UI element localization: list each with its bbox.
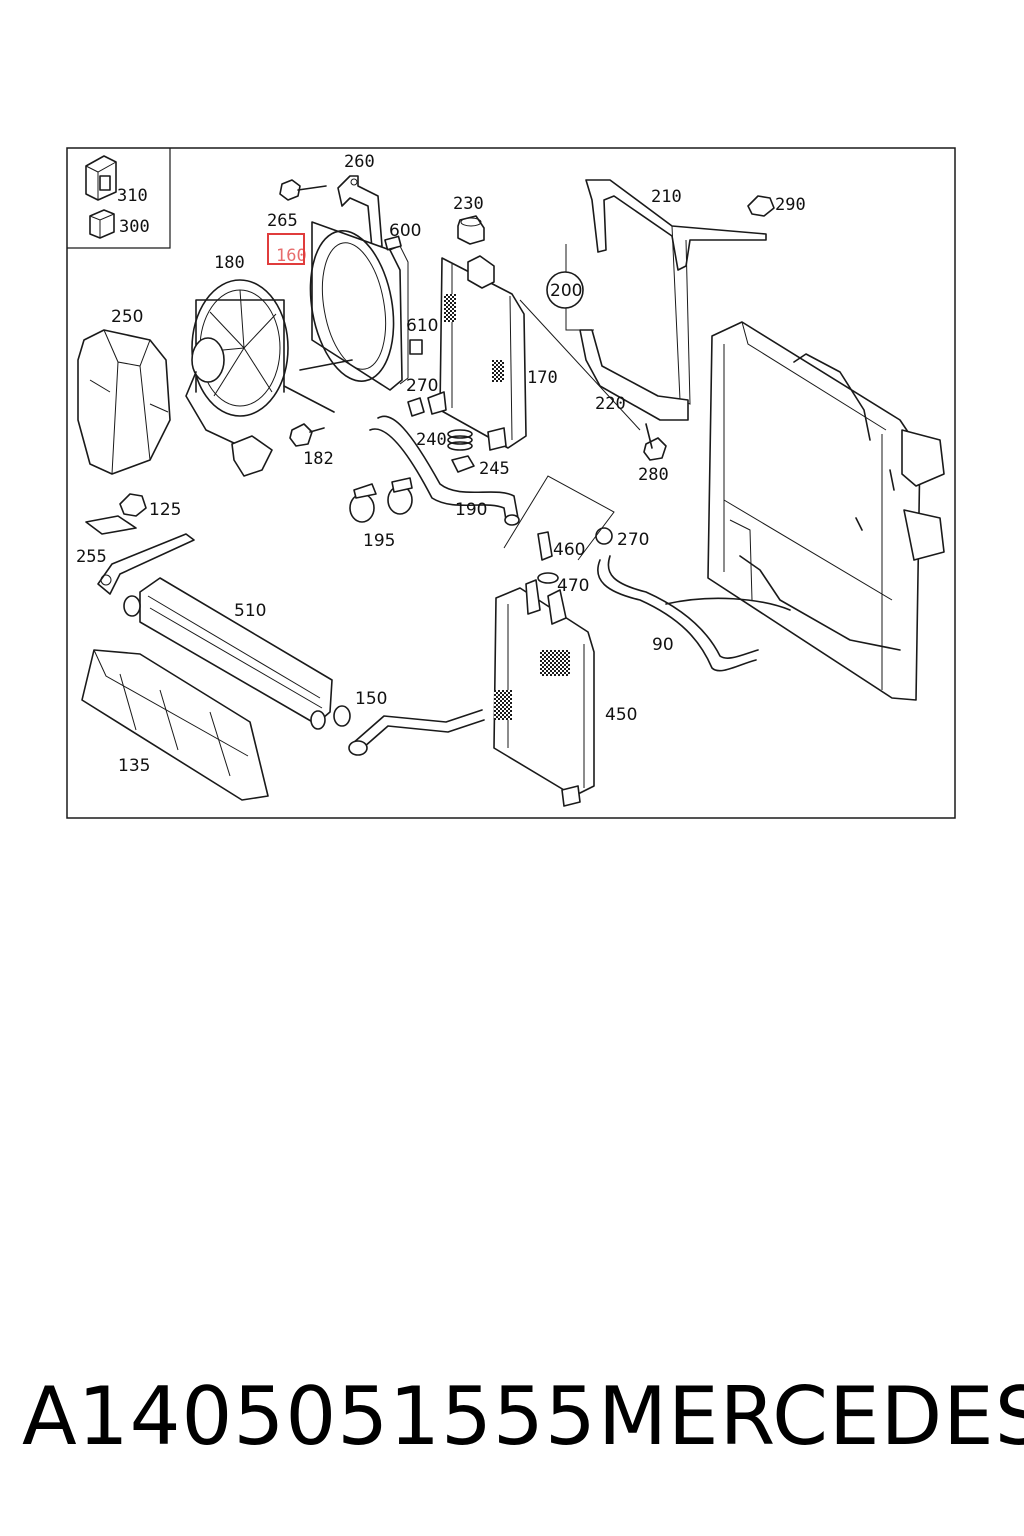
callout-290: 290 (775, 195, 806, 215)
callout-240: 240 (416, 430, 447, 450)
callout-245: 245 (479, 459, 510, 479)
clamp-270b-part (595, 527, 613, 545)
callout-450: 450 (605, 705, 637, 725)
relay-300-part (89, 209, 115, 239)
shroud-250-part (77, 329, 171, 475)
radiator-450-part (493, 579, 595, 807)
highlight-box-160 (267, 233, 305, 265)
callout-460: 460 (553, 540, 585, 560)
callout-510: 510 (234, 601, 266, 621)
bolt-265-part (279, 179, 327, 201)
callout-195: 195 (363, 531, 395, 551)
callout-210: 210 (651, 187, 682, 207)
callout-135: 135 (118, 756, 150, 776)
cooler-510-part (123, 577, 333, 730)
hose-90-part (597, 555, 791, 672)
inset-box (67, 148, 171, 249)
callout-610: 610 (406, 316, 438, 336)
callout-270: 270 (406, 376, 438, 396)
callout-300: 300 (119, 217, 150, 237)
callout-230: 230 (453, 194, 484, 214)
bolt-280-part (643, 423, 667, 461)
callout-255: 255 (76, 547, 107, 567)
bracket-210-part (519, 179, 767, 431)
callout-280: 280 (638, 465, 669, 485)
bolt-182-part (289, 423, 325, 447)
clamp-270a-part (407, 397, 425, 417)
diagram-frame (66, 147, 956, 819)
nut-125-part (119, 493, 147, 517)
callout-180: 180 (214, 253, 245, 273)
clip-610-part (409, 339, 423, 355)
footer: A1405051555 MERCEDES (0, 1370, 1024, 1470)
duct-135-part (81, 649, 269, 801)
nut-290-part (747, 195, 775, 217)
callout-310: 310 (117, 186, 148, 206)
callout-190: 190 (455, 500, 487, 520)
spring-240-part (447, 429, 473, 451)
cap-230-part (457, 215, 485, 245)
brand-name: MERCEDES (598, 1370, 1024, 1463)
washer-470-part (537, 572, 559, 584)
callout-182: 182 (303, 449, 334, 469)
clip-600-part (384, 235, 402, 251)
radiator-170-part (427, 255, 527, 451)
part-number: A1405051555 (22, 1370, 597, 1463)
clamp-195-part (349, 477, 413, 523)
callout-125: 125 (149, 500, 181, 520)
radiator-assembly-part (707, 321, 945, 701)
relay-310-part (85, 155, 117, 201)
plug-150-part (333, 705, 351, 727)
callout-160: 160 (276, 246, 307, 266)
clip-245-part (451, 455, 475, 473)
hose-190-part (369, 415, 520, 526)
callout-270: 270 (617, 530, 649, 550)
callout-labels: 310 300 260 265 160 600 230 210 290 200 180 250 610 2… (76, 152, 806, 776)
callout-600: 600 (389, 221, 421, 241)
fan-180-part (185, 279, 353, 477)
callout-220: 220 (595, 394, 626, 414)
circle-200-part (546, 271, 584, 309)
pipe-150-part (348, 709, 485, 756)
callout-150: 150 (355, 689, 387, 709)
bracket-260-part (337, 175, 383, 249)
pad-255-part (85, 515, 195, 595)
callout-470: 470 (557, 576, 589, 596)
callout-250: 250 (111, 307, 143, 327)
callout-265: 265 (267, 211, 298, 231)
callout-90: 90 (652, 635, 674, 655)
callout-170: 170 (527, 368, 558, 388)
callout-260: 260 (344, 152, 375, 172)
callout-200: 200 (550, 281, 582, 301)
